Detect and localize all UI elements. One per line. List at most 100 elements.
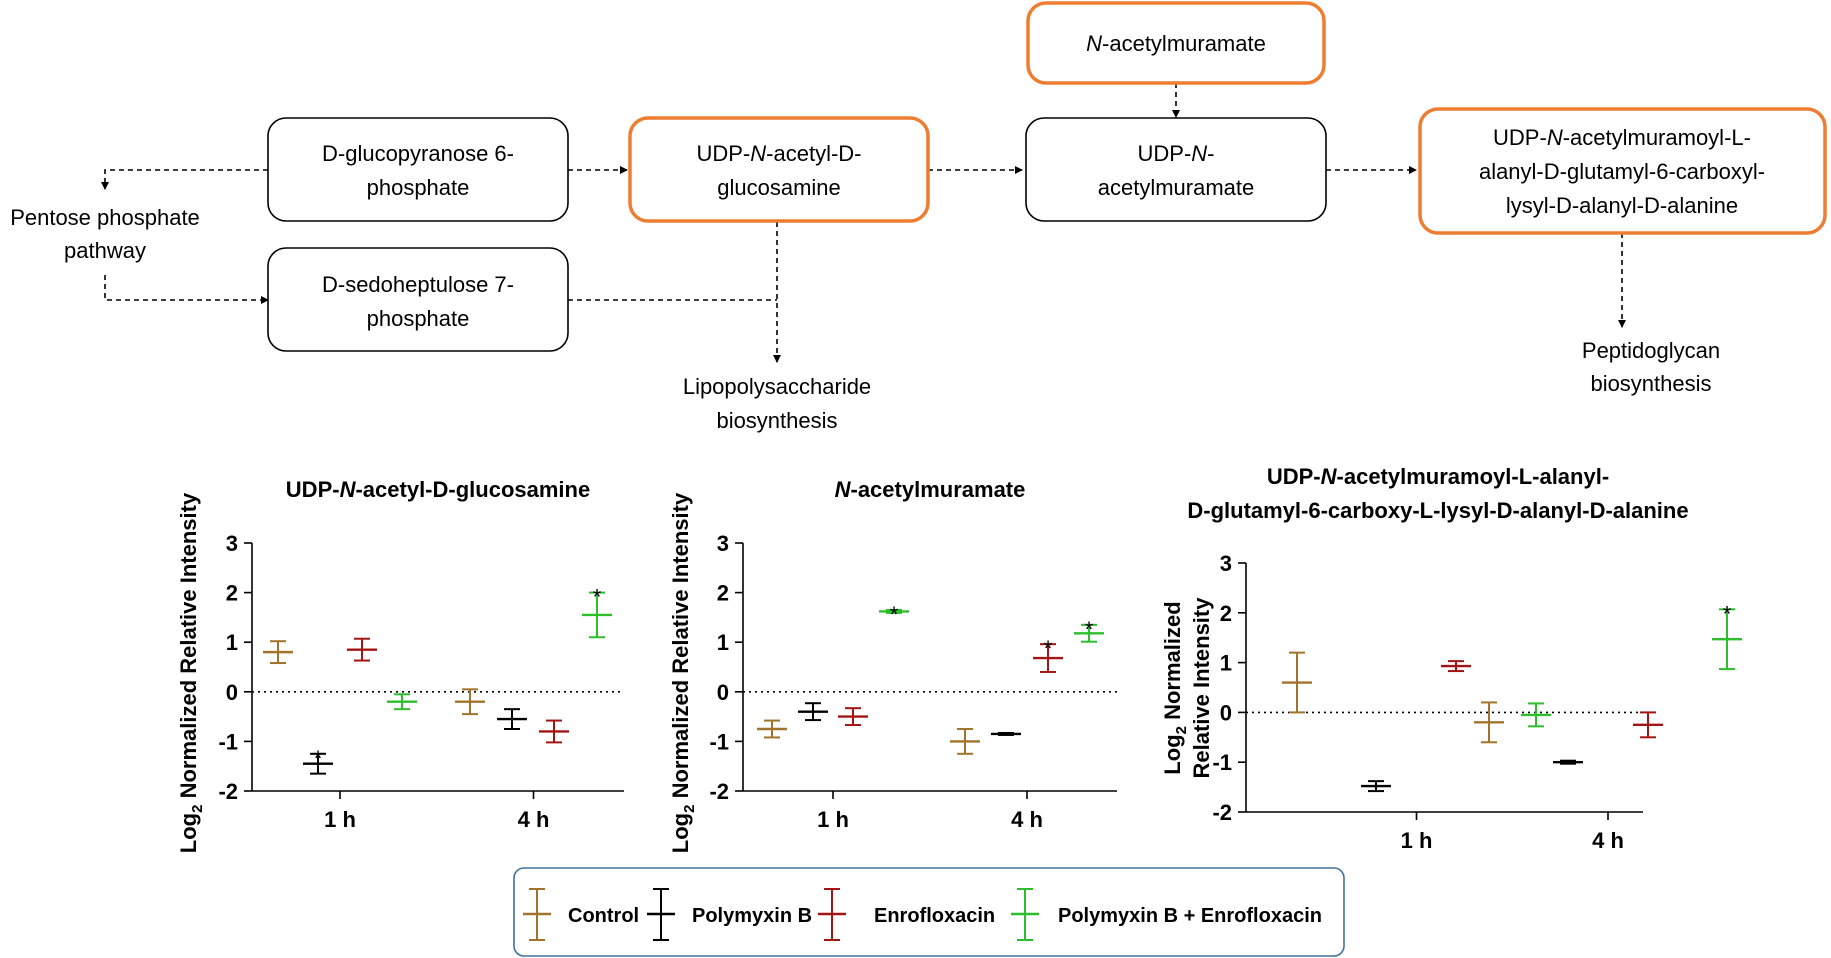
errorbar-mark [497,708,527,730]
errorbar-mark [798,702,828,722]
significance-star: * [1723,601,1732,626]
svg-text:acetylmuramate: acetylmuramate [1098,175,1255,200]
significance-star: * [314,746,323,771]
chart3-ylabel-post: Normalized [1160,601,1185,726]
svg-text:N-acetylmuramate: N-acetylmuramate [835,477,1026,502]
errorbar-mark [539,719,569,744]
svg-text:Relative Intensity: Relative Intensity [1189,597,1214,779]
significance-star: * [1044,636,1053,661]
svg-text:Log2 Normalized Relative Inten: Log2 Normalized Relative Intensity [668,492,698,853]
significance-star: * [593,585,602,610]
chart3-title1-pre: UDP- [1267,464,1321,489]
svg-text:Lipopolysaccharide: Lipopolysaccharide [683,374,871,399]
errorbar-mark [347,637,377,662]
label-pentose-line2: pathway [64,238,146,263]
x-tick-label: 1 h [1401,828,1433,853]
svg-text:UDP-N-acetylmuramoyl-L-alanyl-: UDP-N-acetylmuramoyl-L-alanyl- [1267,464,1609,489]
errorbar-mark [1361,780,1391,793]
y-tick-label: -2 [218,779,238,804]
x-tick-label: 1 h [817,807,849,832]
svg-text:Peptidoglycan: Peptidoglycan [1582,338,1720,363]
svg-text:phosphate: phosphate [367,306,470,331]
node-box-udp-glcnac [628,116,930,223]
chart1-title-post: -acetyl-D-glucosamine [355,477,590,502]
svg-text:D-glucopyranose 6-: D-glucopyranose 6- [322,141,514,166]
arrow-pentose-to-sedoheptulose [104,275,269,304]
chart2-ylabel-post: Normalized Relative Intensity [668,492,693,805]
errorbar-mark [1553,759,1583,765]
pathway-connectors [101,83,1626,363]
legend-label: Polymyxin B + Enrofloxacin [1058,905,1322,927]
chart-udp-glcnac: UDP-N-acetyl-D-glucosamine Log2 Normaliz… [176,477,624,853]
chart1-title-pre: UDP- [286,477,340,502]
legend-item: Enrofloxacin [818,888,995,941]
node-glucose-line1: D-glucopyranose 6- [322,141,514,166]
chart-n-acetylmuramate: N-acetylmuramate Log2 Normalized Relativ… [668,477,1117,853]
svg-text:pathway: pathway [64,238,146,263]
errorbar-mark [1474,701,1504,744]
node-box-udp-n-acetylmuramate [1025,117,1327,222]
label-pentose-line1: Pentose phosphate [10,205,200,230]
chart1-ylabel-sub: 2 [189,805,206,813]
chart3-ylabel-line2: Relative Intensity [1189,597,1214,779]
errorbar-mark [1633,711,1663,739]
errorbar-mark: * [1033,636,1063,673]
node-udpglcnac-italic: N [750,141,766,166]
y-tick-label: 2 [1220,601,1232,626]
errorbar-mark [1521,702,1551,728]
errorbar-mark: * [879,602,909,627]
node-box-udp-pentapeptide [1418,107,1827,235]
node-box-sedoheptulose-7-phosphate [267,247,569,352]
y-tick-label: -2 [709,779,729,804]
chart1-ylabel-post: Normalized Relative Intensity [176,492,201,805]
svg-text:biosynthesis: biosynthesis [716,408,837,433]
y-tick-label: 0 [226,680,238,705]
node-udpglcnac-line2: glucosamine [717,175,841,200]
node-udppep-line3: lysyl-D-alanyl-D-alanine [1506,193,1738,218]
x-tick-label: 4 h [518,807,550,832]
svg-text:glucosamine: glucosamine [717,175,841,200]
chart1-ylabel-pre: Log [176,813,201,853]
errorbar-mark [838,707,868,727]
errorbar-mark [263,640,293,665]
svg-text:UDP-N-acetyl-D-glucosamine: UDP-N-acetyl-D-glucosamine [286,477,590,502]
errorbar-mark: * [303,746,333,775]
significance-star: * [1085,617,1094,642]
legend-label: Polymyxin B [692,905,812,927]
y-tick-label: 2 [717,581,729,606]
y-tick-label: 1 [1220,651,1232,676]
x-tick-label: 4 h [1011,807,1043,832]
node-box-n-acetylmuramate [1026,1,1326,85]
y-tick-label: -2 [1212,800,1232,825]
legend-box [513,867,1345,957]
chart3-ylabel-pre: Log [1160,734,1185,774]
errorbar-mark: * [1074,617,1104,643]
y-tick-label: 2 [226,581,238,606]
svg-text:D-sedoheptulose 7-: D-sedoheptulose 7- [322,272,514,297]
chart3-title1-post: -acetylmuramoyl-L-alanyl- [1337,464,1610,489]
pathway-diagram: D-glucopyranose 6- phosphate D-sedoheptu… [10,1,1827,433]
chart2-ylabel-pre: Log [668,813,693,853]
chart2-title-italic: N [835,477,852,502]
label-peptidoglycan-line1: Peptidoglycan [1582,338,1720,363]
svg-text:UDP-N-: UDP-N- [1138,141,1215,166]
y-tick-label: 3 [226,531,238,556]
svg-text:N-acetylmuramate: N-acetylmuramate [1086,31,1266,56]
node-nam-post: -acetylmuramate [1102,31,1266,56]
node-udppep-pre: UDP- [1493,125,1547,150]
errorbar-mark [950,728,980,755]
errorbar-mark [387,693,417,711]
y-tick-label: -1 [1212,750,1232,775]
chart1-title-italic: N [340,477,357,502]
errorbar-mark: * [1712,601,1742,671]
legend-item: Polymyxin B + Enrofloxacin [1011,888,1322,941]
y-tick-label: -1 [709,729,729,754]
errorbar-mark [455,688,485,716]
svg-text:UDP-N-acetylmuramoyl-L-: UDP-N-acetylmuramoyl-L- [1493,125,1751,150]
chart3-title1-italic: N [1321,464,1338,489]
node-udppep-post: -acetylmuramoyl-L- [1563,125,1751,150]
